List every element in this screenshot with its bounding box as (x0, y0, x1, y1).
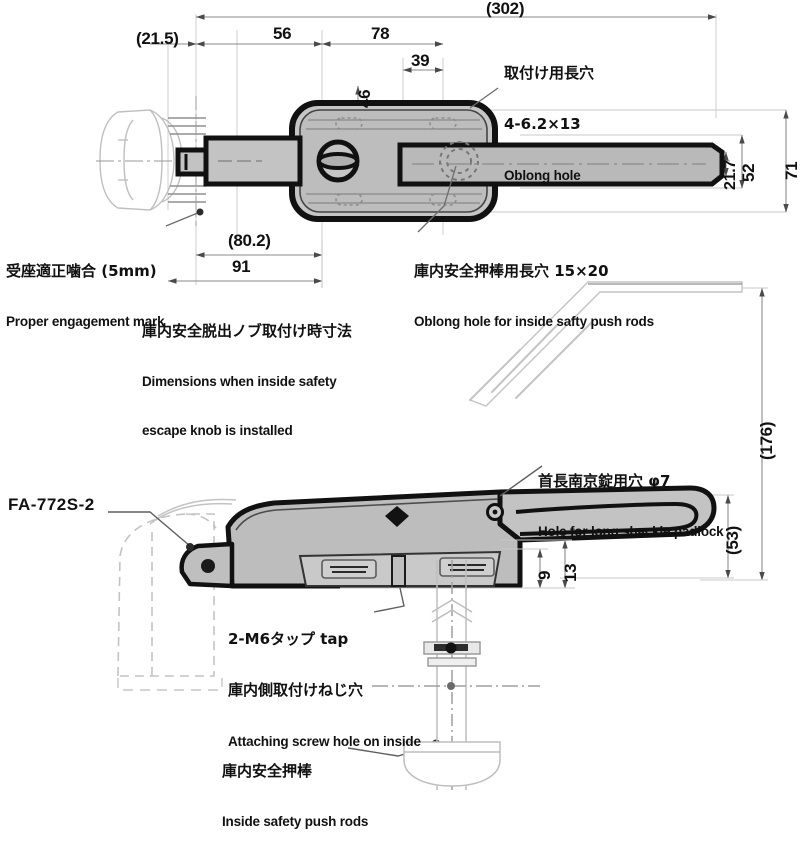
step-dimensions (340, 539, 575, 589)
technical-drawing-sheet: (302) (21.5) 56 78 39 46 21.7 52 71 (80.… (6, 0, 800, 829)
callout-padlock-hole: 首長南京錠用穴 φ7 Hole for long shackle padlock (538, 438, 724, 574)
top-vertical-dimensions (723, 110, 789, 213)
callout-push-rods: 庫内安全押棒 Inside safety push rods (222, 728, 368, 864)
dim-52: 52 (739, 163, 758, 182)
handle-recess-panel (298, 550, 502, 587)
ghost-knob-side (117, 513, 217, 677)
dim-overall-302: (302) (486, 0, 525, 18)
handle-cylinder-diamond (385, 506, 409, 527)
callout-push-rod-hole: 庫内安全押棒用長穴 15×20 Oblong hole for inside s… (414, 228, 654, 364)
mounting-oblong-holes (335, 117, 457, 206)
dim-left-21-5: (21.5) (136, 29, 179, 48)
top-view-neck (175, 135, 303, 187)
callout-knob-note-jp: 庫内安全脱出ノブ取付け時寸法 (142, 321, 353, 340)
drawing-canvas (96, 14, 789, 790)
dim-46: 46 (355, 89, 374, 108)
top-dimension-lines (150, 14, 717, 123)
dim-176: (176) (757, 421, 776, 460)
dim-56: 56 (273, 24, 292, 43)
dim-71: 71 (782, 161, 800, 180)
callout-knob-note-en2: escape knob is installed (142, 423, 293, 439)
dim-39: 39 (411, 51, 430, 70)
cylinder-lock-face (316, 139, 360, 183)
callout-mounting-hole: 取付け用長穴 4-6.2×13 Oblong hole (504, 30, 594, 218)
callout-tap-hole: 2-M6タップ tap 庫内側取付けねじ穴 Attaching screw ho… (228, 596, 421, 784)
dim-80-2: (80.2) (228, 231, 271, 250)
callout-push-rod-hole-jp: 庫内安全押棒用長穴 15×20 (414, 261, 609, 280)
dim-91: 91 (232, 257, 251, 276)
callout-engagement-mark: 受座適正噛合 (5mm) Proper engagement mark (6, 228, 165, 364)
ghost-escape-knob (99, 109, 183, 211)
callout-push-rods-jp: 庫内安全押棒 (222, 761, 313, 780)
dim-53: (53) (723, 525, 742, 555)
door-panel-ghost (468, 281, 743, 407)
callout-tap-hole-jp2: 庫内側取付けねじ穴 (228, 681, 364, 700)
callout-padlock-hole-jp: 首長南京錠用穴 φ7 (538, 471, 671, 490)
top-view-handle-bar (397, 142, 725, 187)
ghost-frame-bottom-left (117, 678, 223, 691)
knob-dimension-lines (168, 240, 323, 288)
callout-tap-hole-en: Attaching screw hole on inside (228, 733, 421, 749)
dim-78: 78 (371, 24, 390, 43)
escutcheon-flange-detail (306, 119, 482, 204)
callout-push-rod-hole-en: Oblong hole for inside safty push rods (414, 314, 654, 330)
push-rod-oblong-hole (439, 141, 479, 181)
padlock-hole (486, 503, 504, 521)
callout-knob-note: 庫内安全脱出ノブ取付け時寸法 Dimensions when inside sa… (142, 288, 352, 473)
callout-padlock-hole-en: Hole for long shackle padlock (538, 524, 724, 540)
callout-engagement-mark-en: Proper engagement mark (6, 314, 165, 330)
callout-push-rods-en: Inside safety push rods (222, 814, 369, 830)
callout-mounting-hole-jp1: 取付け用長穴 (504, 63, 595, 82)
side-view-lever-tail (497, 485, 717, 543)
dim-13: 13 (561, 563, 580, 582)
dim-21-7: 21.7 (722, 160, 739, 190)
callout-tap-hole-jp1: 2-M6タップ tap (228, 629, 349, 648)
callout-mounting-hole-jp2: 4-6.2×13 (504, 115, 581, 134)
top-view-leaders (165, 87, 499, 233)
dim-9: 9 (535, 570, 554, 580)
ghost-knob-side-top (149, 498, 237, 525)
callout-knob-note-en1: Dimensions when inside safety (142, 374, 337, 390)
callout-engagement-mark-jp: 受座適正噛合 (5mm) (6, 261, 157, 280)
push-rod-dark-collar (434, 642, 468, 690)
ghost-knob-threads (168, 117, 206, 203)
callout-mounting-hole-en: Oblong hole (504, 167, 581, 183)
part-number-label: FA-772S-2 (8, 495, 95, 514)
